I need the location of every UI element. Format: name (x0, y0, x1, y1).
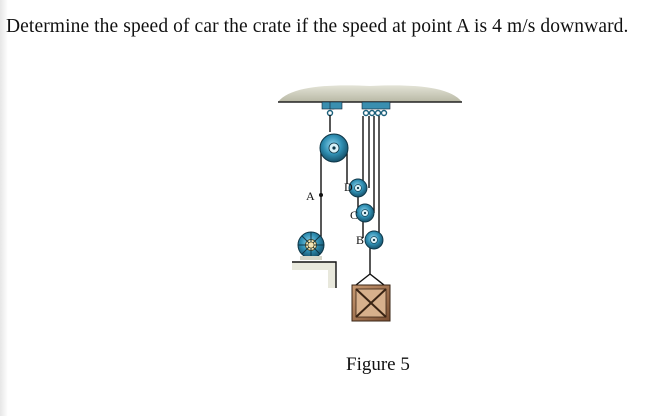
ceiling-hooks (321, 101, 391, 117)
figure-caption: Figure 5 (346, 354, 410, 375)
pulley-c (355, 203, 375, 223)
ropes (320, 115, 380, 260)
pulley-b (364, 230, 384, 250)
label-b: B (356, 233, 364, 247)
ceiling (278, 85, 462, 103)
label-a: A (306, 189, 315, 203)
label-d: D (344, 180, 353, 194)
problem-statement: Determine the speed of car the crate if … (6, 16, 629, 37)
pulley-d (348, 178, 368, 198)
motor-winch (297, 231, 325, 260)
page-edge-shade (0, 0, 8, 416)
point-a-marker (319, 193, 323, 197)
pulley-system-diagram: A D C B (278, 85, 462, 322)
figure-5: A D C B (270, 80, 470, 330)
floor-ledge (292, 261, 337, 288)
label-c: C (350, 208, 358, 222)
crate-hanger (355, 260, 385, 286)
crate (351, 284, 391, 322)
top-pulley (319, 133, 349, 163)
